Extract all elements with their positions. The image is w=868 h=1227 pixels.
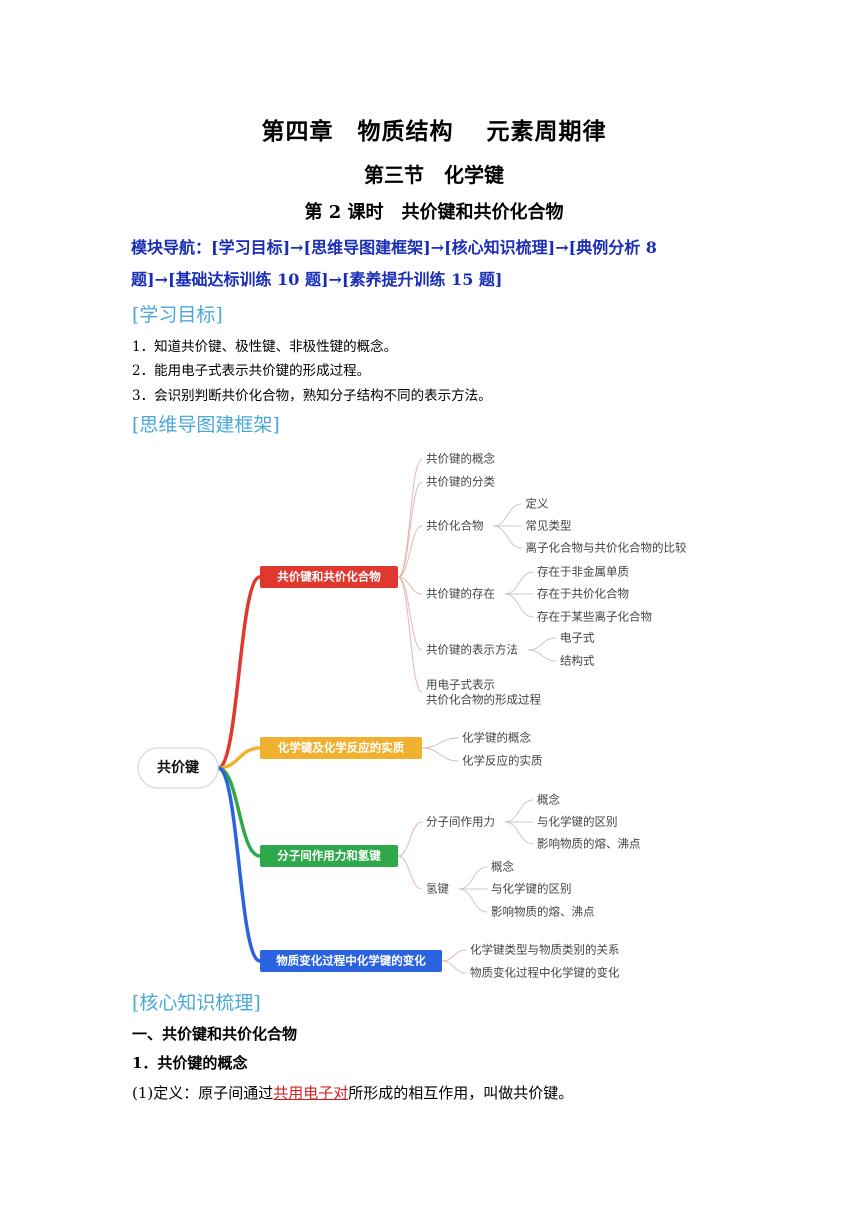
branch-connector — [216, 746, 262, 770]
mindmap-grandchild-label: 结构式 — [560, 654, 595, 668]
mindmap-child-label: 用电子式表示 — [426, 678, 495, 692]
grandchild-connector — [527, 649, 557, 662]
definition-keyword: 共用电子对 — [273, 1084, 349, 1102]
mindmap-child-label: 共价键的表示方法 — [426, 643, 518, 657]
grandchild-connector — [527, 637, 557, 651]
mindmap-child-label: 化学键类型与物质类别的关系 — [470, 943, 620, 957]
branch-label: 化学键及化学反应的实质 — [278, 741, 405, 755]
branch-node — [260, 845, 398, 867]
child-connector — [397, 481, 423, 578]
mindmap-child-label: 共价键的存在 — [426, 587, 495, 601]
child-connector — [397, 576, 423, 595]
core-heading: [核心知识梳理] — [132, 992, 261, 1014]
mindmap-child-label: 氢键 — [426, 882, 449, 896]
branch-connector — [216, 766, 262, 858]
mindmap-child-label: 共价化合物的形成过程 — [426, 693, 541, 707]
child-connector — [441, 949, 467, 962]
mindmap-grandchild-label: 电子式 — [560, 631, 595, 645]
mindmap-heading: [思维导图建框架] — [132, 414, 280, 436]
child-connector — [421, 737, 459, 749]
mindmap-grandchild-label: 存在于非金属单质 — [537, 565, 629, 579]
child-connector — [397, 525, 423, 578]
core-subsubheading: 1．共价键的概念 — [132, 1054, 248, 1072]
child-connector — [397, 821, 423, 857]
grandchild-connector — [458, 866, 488, 890]
mindmap-child-label: 共价化合物 — [426, 519, 484, 533]
child-connector — [397, 855, 423, 890]
mindmap-grandchild-label: 定义 — [526, 497, 549, 511]
module-nav-line-2: 题]→[基础达标训练 10 题]→[素养提升训练 15 题] — [131, 270, 503, 289]
mindmap-grandchild-label: 与化学键的区别 — [491, 882, 572, 896]
child-connector — [421, 747, 459, 762]
branch-node — [260, 566, 398, 588]
grandchild-connector — [493, 503, 522, 527]
branch-label: 分子间作用力和氢键 — [277, 849, 381, 863]
mindmap-grandchild-label: 常见类型 — [526, 519, 572, 533]
mindmap-child-label: 共价键的概念 — [426, 452, 495, 466]
grandchild-connector — [458, 888, 488, 913]
goals-heading: [学习目标] — [132, 304, 223, 326]
module-nav-line-1: 模块导航：[学习目标]→[思维导图建框架]→[核心知识梳理]→[典例分析 8 — [131, 238, 657, 257]
chapter-title: 第四章 物质结构 元素周期律 — [261, 118, 607, 145]
grandchild-connector — [504, 821, 534, 845]
core-subheading: 一、共价键和共价化合物 — [132, 1025, 298, 1043]
branch-connector — [216, 575, 262, 770]
branch-label: 物质变化过程中化学键的变化 — [276, 954, 426, 968]
section-title: 第三节 化学键 — [364, 163, 504, 187]
child-connector — [397, 576, 423, 693]
mindmap-child-label: 分子间作用力 — [426, 815, 495, 829]
mindmap-child-label: 物质变化过程中化学键的变化 — [470, 966, 620, 980]
mindmap-grandchild-label: 与化学键的区别 — [537, 815, 618, 829]
child-connector — [397, 576, 423, 651]
grandchild-connector — [493, 525, 522, 549]
mindmap-child-label: 化学反应的实质 — [462, 754, 543, 768]
mindmap-grandchild-label: 概念 — [537, 793, 560, 807]
definition-line: (1)定义：原子间通过共用电子对所形成的相互作用，叫做共价键。 — [132, 1082, 573, 1103]
mindmap-grandchild-label: 概念 — [491, 860, 514, 874]
lesson-title: 第 2 课时 共价键和共价化合物 — [304, 202, 564, 223]
child-connector — [397, 458, 423, 578]
branch-connector — [216, 766, 262, 963]
goal-item: 3．会识别判断共价化合物，熟知分子结构不同的表示方法。 — [132, 388, 492, 404]
mindmap-child-label: 共价键的分类 — [426, 475, 495, 489]
grandchild-connector — [504, 799, 534, 823]
mindmap-grandchild-label: 离子化合物与共价化合物的比较 — [526, 541, 687, 555]
child-connector — [441, 960, 467, 974]
root-node — [137, 747, 219, 789]
grandchild-connector — [504, 593, 534, 618]
goal-item: 2．能用电子式表示共价键的形成过程。 — [132, 363, 371, 379]
branch-label: 共价键和共价化合物 — [277, 570, 381, 584]
mindmap-child-label: 化学键的概念 — [462, 731, 531, 745]
branch-node — [260, 737, 422, 759]
branch-node — [260, 950, 442, 972]
mindmap-grandchild-label: 存在于某些离子化合物 — [537, 610, 652, 624]
root-label: 共价键 — [157, 759, 200, 776]
mindmap-grandchild-label: 影响物质的熔、沸点 — [491, 905, 595, 919]
definition-suffix: 所形成的相互作用，叫做共价键。 — [348, 1084, 574, 1102]
definition-prefix: (1)定义：原子间通过 — [132, 1084, 274, 1102]
goal-item: 1．知道共价键、极性键、非极性键的概念。 — [132, 339, 398, 355]
mindmap-grandchild-label: 影响物质的熔、沸点 — [537, 837, 641, 851]
mindmap-grandchild-label: 存在于共价化合物 — [537, 587, 629, 601]
grandchild-connector — [504, 571, 534, 595]
